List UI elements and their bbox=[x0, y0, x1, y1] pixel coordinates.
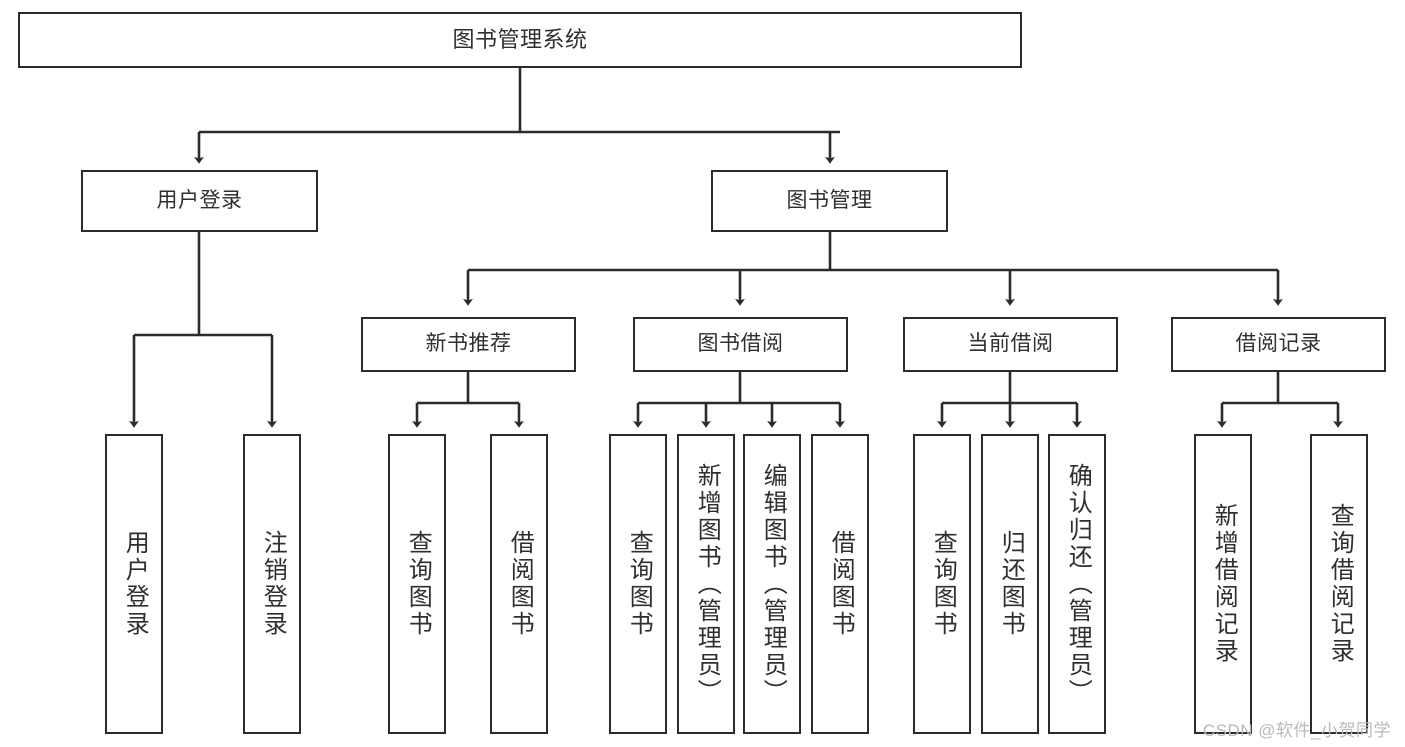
leaf-borrow-record-query-record[interactable]: 查询借阅记录 bbox=[1310, 434, 1368, 734]
node-label: 归还图书 bbox=[997, 530, 1025, 638]
node-label: 用户登录 bbox=[156, 188, 243, 212]
node-label: 确认归还（管理员） bbox=[1064, 462, 1092, 706]
node-book-management[interactable]: 图书管理 bbox=[711, 170, 948, 232]
leaf-current-borrow-query-book[interactable]: 查询图书 bbox=[913, 434, 971, 734]
node-label: 借阅图书 bbox=[827, 530, 855, 638]
node-user-login[interactable]: 用户登录 bbox=[81, 170, 318, 232]
leaf-new-book-borrow-book[interactable]: 借阅图书 bbox=[490, 434, 548, 734]
leaf-user-login-logout[interactable]: 注销登录 bbox=[243, 434, 301, 734]
node-label: 编辑图书（管理员） bbox=[759, 462, 787, 706]
node-borrow-record[interactable]: 借阅记录 bbox=[1171, 317, 1386, 372]
leaf-borrow-record-add-record[interactable]: 新增借阅记录 bbox=[1194, 434, 1252, 734]
csdn-watermark: CSDN @软件_小贺同学 bbox=[1202, 721, 1391, 740]
node-label: 新书推荐 bbox=[425, 332, 512, 356]
node-new-book-recommend[interactable]: 新书推荐 bbox=[361, 317, 576, 372]
leaf-book-borrow-borrow-book[interactable]: 借阅图书 bbox=[811, 434, 869, 734]
leaf-new-book-query-book[interactable]: 查询图书 bbox=[388, 434, 446, 734]
node-label: 图书管理 bbox=[786, 188, 873, 212]
node-label: 查询借阅记录 bbox=[1326, 503, 1354, 665]
node-label: 查询图书 bbox=[625, 530, 653, 638]
node-current-borrow[interactable]: 当前借阅 bbox=[903, 317, 1118, 372]
node-label: 新增图书（管理员） bbox=[693, 462, 721, 706]
leaf-current-borrow-return-book[interactable]: 归还图书 bbox=[981, 434, 1039, 734]
node-book-borrow[interactable]: 图书借阅 bbox=[633, 317, 848, 372]
node-root-book-management-system[interactable]: 图书管理系统 bbox=[18, 12, 1022, 68]
node-label: 当前借阅 bbox=[967, 332, 1054, 356]
node-label: 注销登录 bbox=[259, 530, 287, 638]
node-label: 查询图书 bbox=[929, 530, 957, 638]
node-label: 借阅记录 bbox=[1235, 332, 1322, 356]
leaf-current-borrow-confirm-return-admin[interactable]: 确认归还（管理员） bbox=[1048, 434, 1106, 734]
leaf-book-borrow-query-book[interactable]: 查询图书 bbox=[609, 434, 667, 734]
leaf-user-login-login[interactable]: 用户登录 bbox=[105, 434, 163, 734]
node-label: 新增借阅记录 bbox=[1210, 503, 1238, 665]
node-label: 用户登录 bbox=[121, 530, 149, 638]
leaf-book-borrow-edit-book-admin[interactable]: 编辑图书（管理员） bbox=[743, 434, 801, 734]
node-label: 图书管理系统 bbox=[452, 27, 588, 53]
node-label: 图书借阅 bbox=[697, 332, 784, 356]
leaf-book-borrow-add-book-admin[interactable]: 新增图书（管理员） bbox=[677, 434, 735, 734]
node-label: 借阅图书 bbox=[506, 530, 534, 638]
node-label: 查询图书 bbox=[404, 530, 432, 638]
